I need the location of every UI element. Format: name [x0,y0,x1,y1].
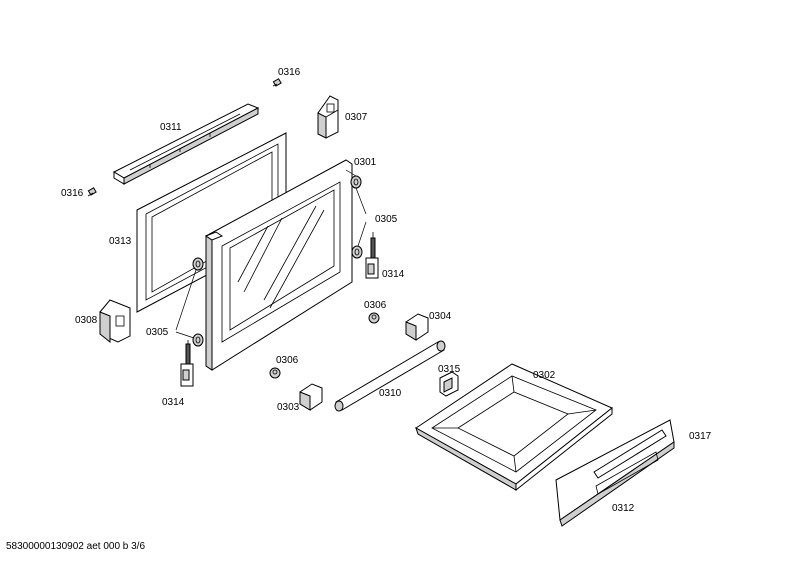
label-0314-left: 0314 [162,397,185,408]
label-0316-top: 0316 [278,67,301,78]
part-0305-grommets [192,175,363,347]
label-0307: 0307 [345,112,368,123]
label-0310: 0310 [379,388,402,399]
part-0302-storage-drawer [415,363,613,492]
part-0315-clip [439,371,459,397]
label-0305-left: 0305 [146,327,169,338]
part-0304-guide-block [405,313,429,341]
part-0307-hinge-bracket [317,95,339,139]
label-0306-right: 0306 [364,300,387,311]
label-0305-right: 0305 [375,214,398,225]
part-0316-top-screw [272,78,282,87]
leader-lines [175,169,367,339]
label-0313: 0313 [109,236,132,247]
part-0310-rod [334,340,446,412]
label-0315: 0315 [438,364,461,375]
label-0311: 0311 [160,122,182,133]
label-0302: 0302 [533,370,556,381]
label-0312: 0312 [612,503,635,514]
label-0301: 0301 [354,157,377,168]
label-0316-left: 0316 [61,188,84,199]
label-0314-right: 0314 [382,269,405,280]
label-0303: 0303 [277,402,300,413]
label-0308: 0308 [75,315,98,326]
label-0306-left: 0306 [276,355,299,366]
label-0304: 0304 [429,311,452,322]
part-0308-hinge-bracket [99,299,131,344]
part-0311-door-top-rail [112,103,260,185]
part-0317-trim-strip [593,429,667,479]
part-0303-guide-block [299,383,323,411]
part-0314-hinge-left [180,340,194,387]
part-0316-left-screw [87,187,97,197]
document-footer-code: 58300000130902 aet 000 b 3/6 [6,541,146,552]
label-0317: 0317 [689,431,712,442]
part-0314-hinge-right [365,232,379,279]
part-0301-outer-door [204,159,353,371]
part-0306-bumpers [269,312,380,379]
